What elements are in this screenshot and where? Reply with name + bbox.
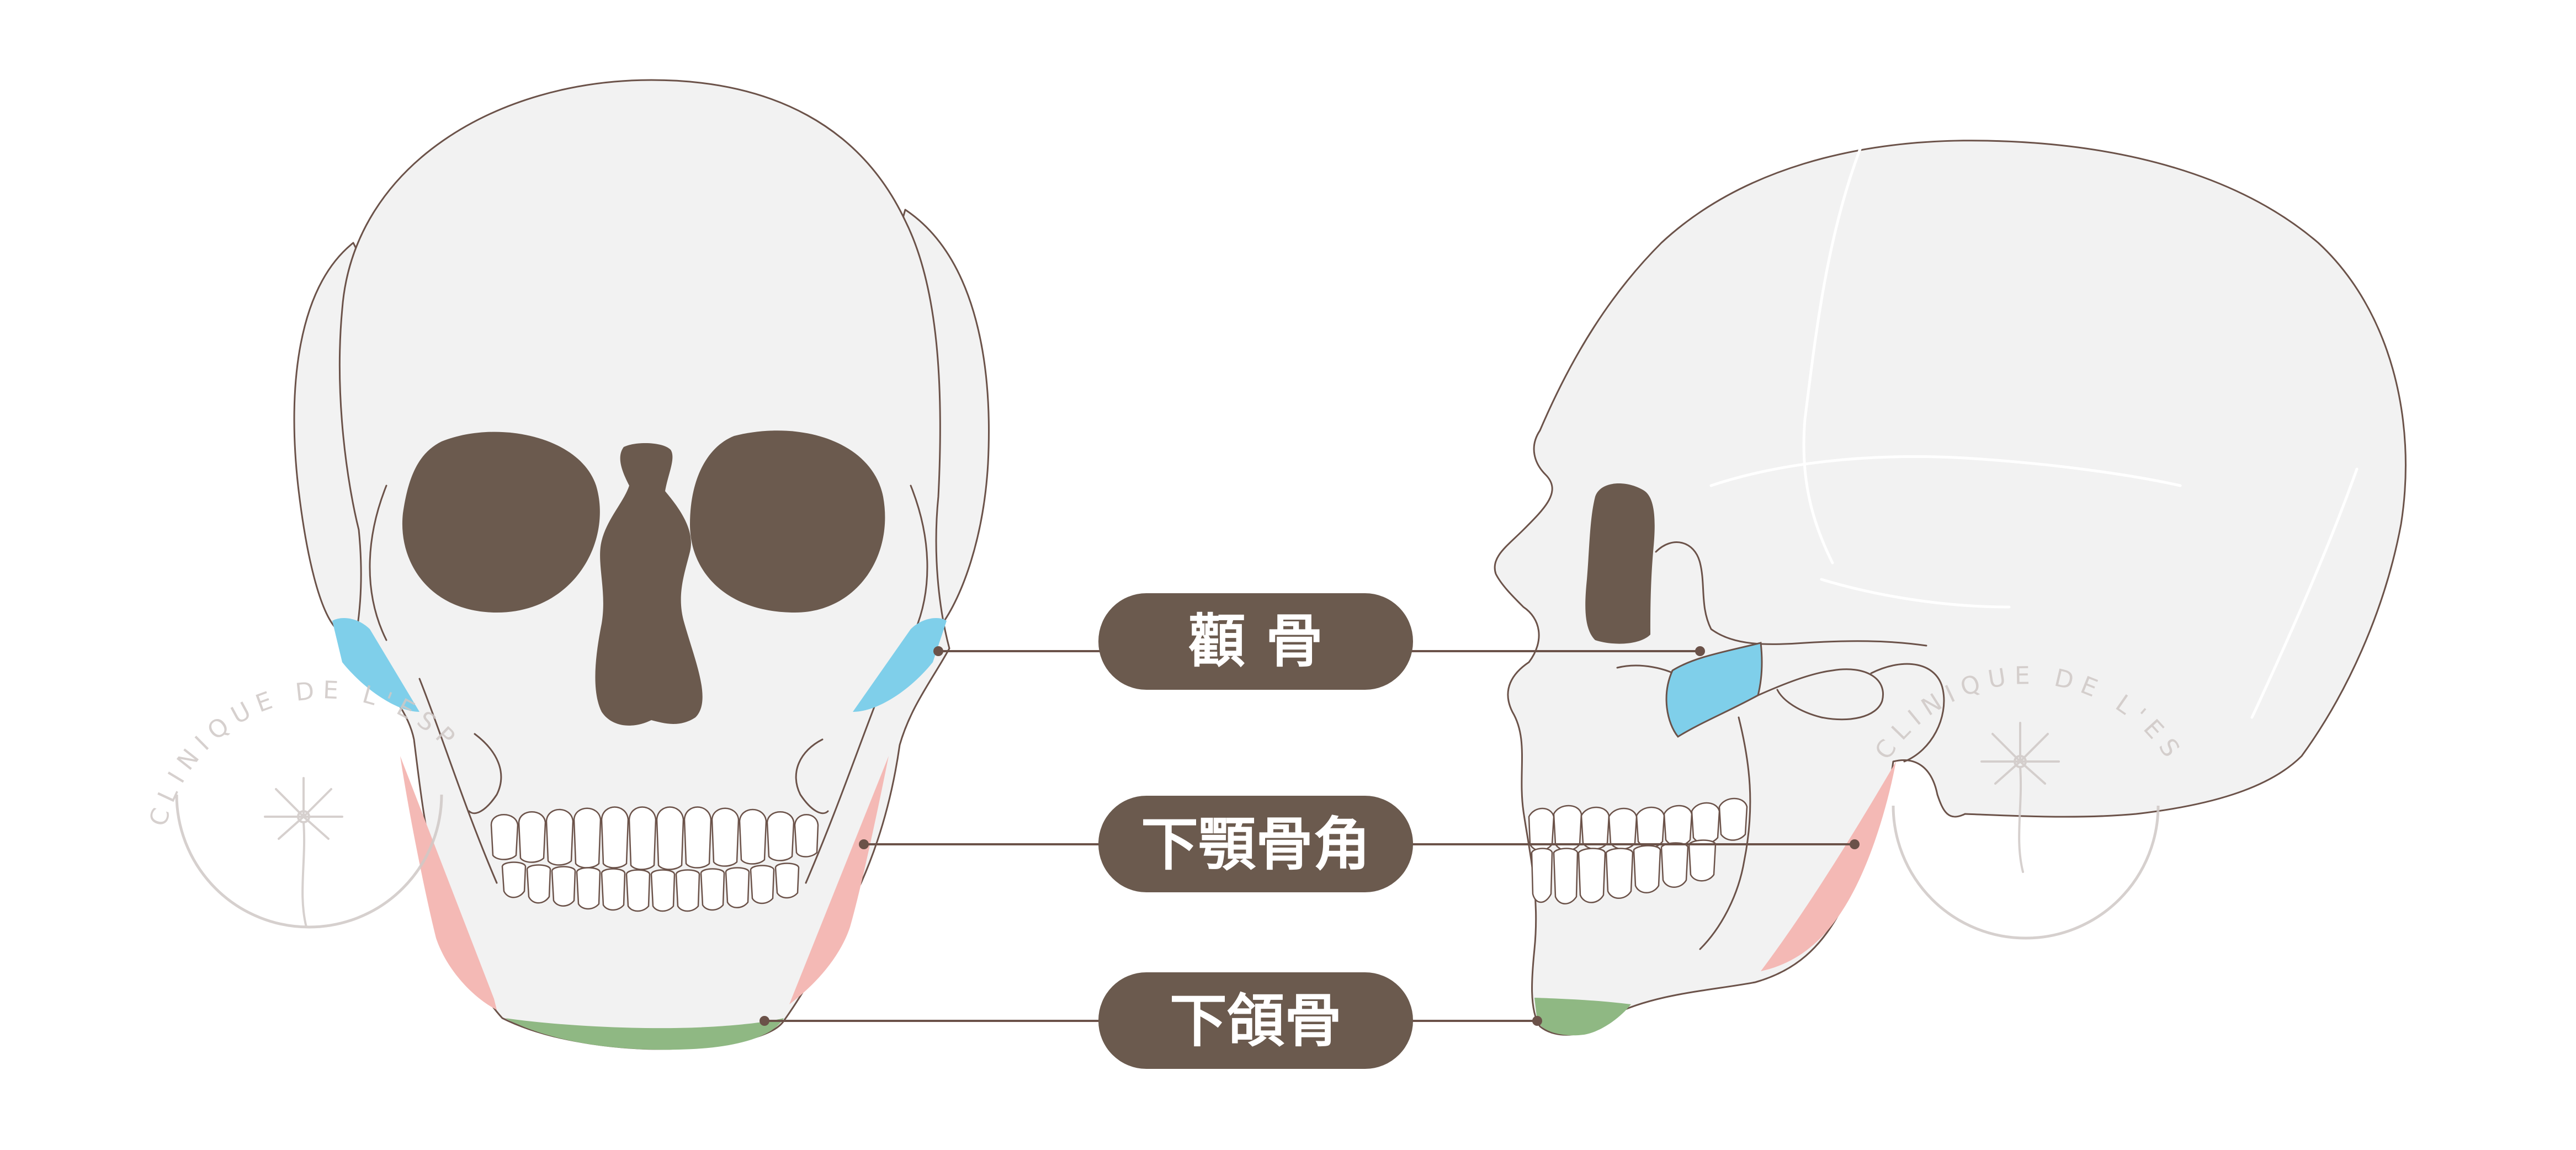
- dandelion-icon: [265, 778, 342, 927]
- label-zygoma: 顴 骨: [1098, 593, 1413, 690]
- label-zygoma-text: 顴 骨: [1188, 608, 1323, 675]
- side-orbit: [1585, 483, 1655, 644]
- label-chin-text: 下頜骨: [1170, 987, 1342, 1055]
- dot-chin-front: [759, 1016, 769, 1026]
- side-skull: [1495, 141, 2405, 1036]
- side-chin-highlight: [1534, 998, 1631, 1035]
- dot-mandible-angle-front: [859, 839, 869, 849]
- label-mandible-angle: 下顎骨角: [1098, 796, 1413, 892]
- front-right-orbit: [690, 430, 885, 613]
- label-chin: 下頜骨: [1098, 972, 1413, 1069]
- dot-zygoma-front: [933, 646, 943, 656]
- dot-zygoma-side: [1695, 646, 1705, 656]
- label-mandible-angle-text: 下顎骨角: [1141, 811, 1371, 878]
- dot-mandible-angle-side: [1850, 839, 1860, 849]
- front-skull: [294, 80, 989, 1050]
- dot-chin-side: [1532, 1016, 1542, 1026]
